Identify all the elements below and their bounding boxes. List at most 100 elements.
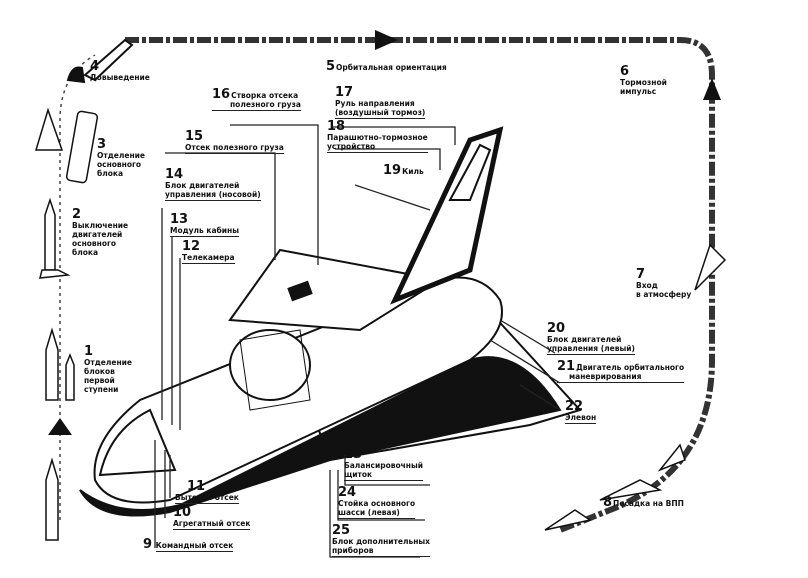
stage-number: 7 — [636, 267, 646, 282]
component-label-10: 10 Агрегатный отсек — [173, 505, 251, 530]
ascent-path — [59, 54, 96, 520]
component-text: Модуль кабины — [170, 226, 240, 237]
arrow-right-icon — [703, 78, 721, 100]
stage-label-2: 2 Выключение двигателей основного блока — [72, 208, 128, 257]
stage-number: 2 — [72, 207, 82, 222]
stage-number: 3 — [97, 137, 107, 152]
stage-text-line: импульс — [620, 87, 657, 96]
stage-text-line: Отделение — [97, 151, 145, 160]
component-number: 21 — [557, 359, 576, 374]
stage-shuttle-3 — [34, 107, 99, 184]
component-number: 22 — [565, 399, 584, 414]
component-text: Элевон — [565, 413, 597, 424]
component-text-line: устройство — [327, 142, 428, 153]
component-label-23: 23 Балансировочный щиток — [344, 447, 424, 481]
stage-label-3: 3 Отделение основного блока — [97, 138, 145, 178]
stage-shuttle-1 — [45, 327, 75, 401]
stage-number: 5 — [326, 59, 336, 74]
component-label-12: 12 Телекамера — [182, 239, 235, 264]
stage-text-line: Тормозной — [620, 78, 667, 87]
component-number: 9 — [143, 537, 153, 552]
component-text-line: Блок дополнительных — [332, 537, 431, 546]
component-label-9: 9 Командный отсек — [143, 537, 234, 552]
component-number: 20 — [547, 321, 566, 336]
component-text: Киль — [402, 167, 424, 176]
component-label-14: 14 Блок двигателей управления (носовой) — [165, 168, 261, 201]
stage-text-line: двигателей — [72, 230, 123, 239]
stage-shuttle-8 — [544, 443, 686, 531]
stage-text-line: Выключение — [72, 221, 129, 230]
orbiter-cabin-module — [229, 329, 311, 401]
component-number: 15 — [185, 129, 204, 144]
component-label-25: 25 Блок дополнительных приборов — [332, 523, 431, 557]
component-number: 11 — [187, 479, 206, 494]
component-text-line: Стойка основного — [338, 499, 416, 508]
stage-shuttle-4 — [66, 38, 134, 84]
component-label-11: 11 Бытовой отсек — [175, 479, 239, 504]
component-text-line: щиток — [344, 470, 424, 481]
orbiter-belly — [79, 356, 562, 517]
component-text-line: полезного груза — [212, 100, 301, 111]
component-label-16: 16Створка отсека полезного груза — [212, 87, 301, 111]
stage-label-8: 8Посадка на ВПП — [603, 495, 684, 510]
component-number: 25 — [332, 523, 351, 538]
component-text-line: Балансировочный — [344, 461, 424, 470]
component-number: 14 — [165, 167, 184, 182]
component-text: Командный отсек — [155, 541, 234, 552]
arrow-left-icon — [48, 418, 72, 435]
stage-number: 6 — [620, 64, 630, 79]
leader-lines — [154, 124, 561, 558]
stage-shuttle-7 — [694, 243, 727, 291]
component-text-line: Блок двигателей — [165, 181, 240, 190]
stage-shuttle-launch — [45, 457, 59, 541]
component-number: 23 — [344, 447, 363, 462]
stage-text: Довыведение — [90, 73, 150, 82]
stage-label-4: 4 Довыведение — [90, 60, 150, 82]
component-text-line: Блок двигателей — [547, 335, 622, 344]
component-text-line: Руль направления — [335, 99, 415, 108]
stage-text-line: блока — [97, 169, 124, 178]
stage-number: 1 — [84, 344, 94, 359]
component-text: Отсек полезного груза — [185, 143, 284, 154]
stage-text-line: основного — [97, 160, 142, 169]
component-number: 19 — [383, 163, 402, 178]
component-number: 12 — [182, 239, 201, 254]
component-text-line: Парашютно-тормозное — [327, 133, 428, 142]
component-label-15: 15 Отсек полезного груза — [185, 129, 284, 154]
component-label-21: 21Двигатель орбитального маневрирования — [557, 359, 685, 383]
component-text-line: управления (носовой) — [165, 190, 261, 201]
component-text-line: (воздушный тормоз) — [335, 108, 426, 119]
component-label-17: 17 Руль направления (воздушный тормоз) — [335, 86, 426, 119]
flight-path — [125, 37, 715, 533]
stage-text-line: Вход — [636, 281, 658, 290]
stage-text-line: основного — [72, 239, 117, 248]
stage-text-line: блока — [72, 248, 99, 257]
stage-number: 4 — [90, 59, 100, 74]
stage-label-6: 6 Тормозной импульс — [620, 65, 667, 96]
component-label-19: 19Киль — [383, 163, 424, 178]
component-number: 16 — [212, 87, 231, 102]
component-text-line: управления (левый) — [547, 344, 635, 355]
component-text: Бытовой отсек — [175, 493, 239, 504]
stage-label-5: 5Орбитальная ориентация — [326, 59, 447, 74]
stage-shuttle-2 — [39, 197, 71, 279]
component-label-20: 20 Блок двигателей управления (левый) — [547, 322, 635, 355]
component-text: Агрегатный отсек — [173, 519, 251, 530]
component-number: 24 — [338, 485, 357, 500]
component-text: Телекамера — [182, 253, 235, 264]
component-number: 18 — [327, 119, 346, 134]
component-number: 13 — [170, 212, 189, 227]
component-label-22: 22 Элевон — [565, 399, 597, 424]
component-number: 10 — [173, 505, 192, 520]
component-text-line: шасси (левая) — [338, 508, 416, 519]
stage-text: Орбитальная ориентация — [336, 63, 447, 72]
stage-text-line: первой — [84, 376, 115, 385]
stage-label-1: 1 Отделение блоков первой ступени — [84, 345, 132, 394]
stage-label-7: 7 Вход в атмосферу — [636, 268, 691, 299]
component-text-line: Двигатель орбитального — [576, 363, 685, 372]
orbiter — [79, 126, 582, 517]
stage-number: 8 — [603, 495, 613, 510]
stage-text-line: ступени — [84, 385, 119, 394]
